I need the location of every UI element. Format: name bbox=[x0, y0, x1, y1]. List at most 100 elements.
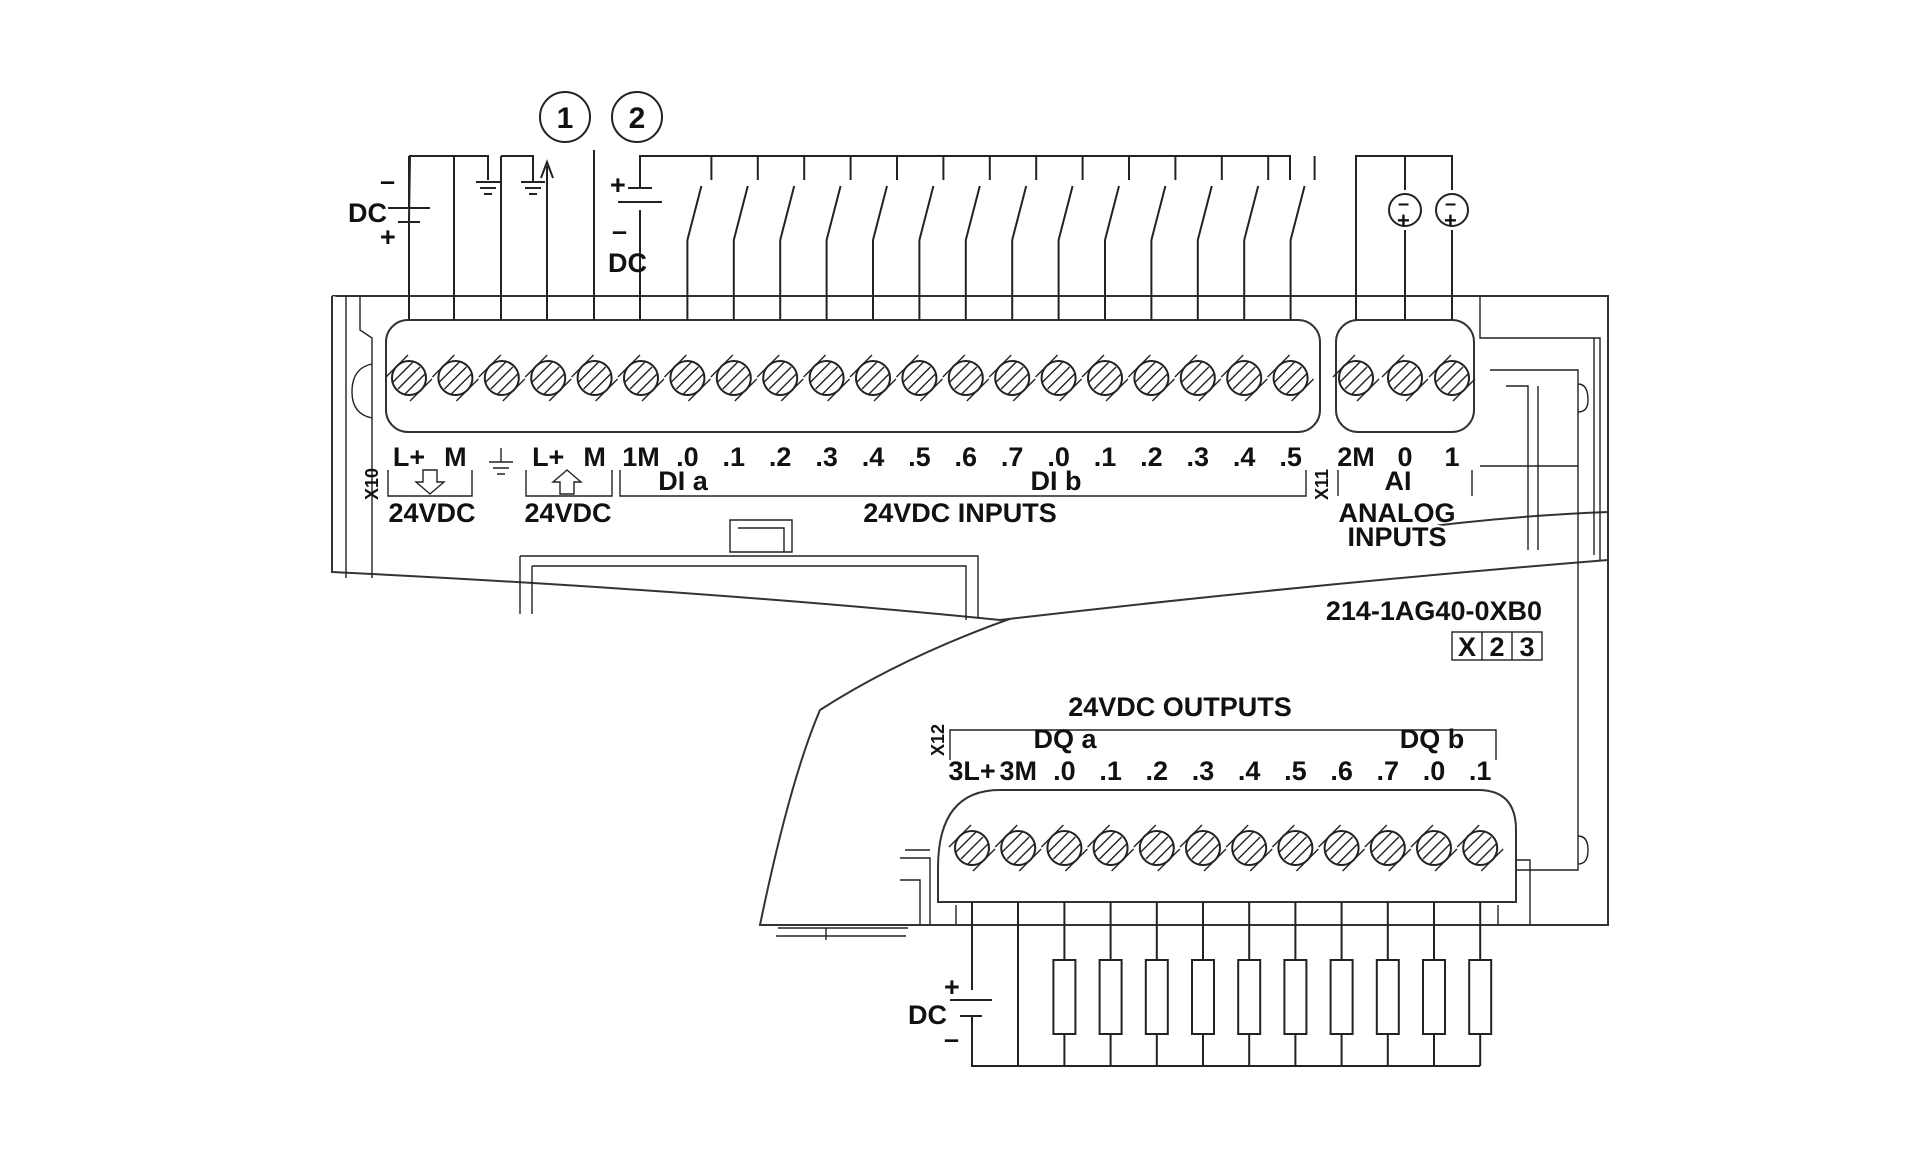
top-screws bbox=[385, 354, 1315, 402]
supply-dc-label: DC bbox=[348, 198, 387, 228]
input-switch bbox=[872, 156, 898, 320]
group-inputs: 24VDC INPUTS bbox=[863, 498, 1057, 528]
top-terminal-label: M bbox=[583, 442, 606, 472]
part-number: 214-1AG40-0XB0 bbox=[1326, 596, 1542, 626]
bottom-terminal-label: .0 bbox=[1053, 756, 1076, 786]
top-terminal-screw[interactable] bbox=[803, 354, 851, 402]
top-terminal-screw[interactable] bbox=[1267, 354, 1315, 402]
top-terminal-screw[interactable] bbox=[1081, 354, 1129, 402]
callout-1-circle bbox=[539, 91, 591, 143]
bottom-terminal-label: .1 bbox=[1099, 756, 1122, 786]
bottom-terminal-screw[interactable] bbox=[1410, 824, 1458, 872]
top-terminal-screw[interactable] bbox=[988, 354, 1036, 402]
top-terminal-screw[interactable] bbox=[849, 354, 897, 402]
input-switch bbox=[1243, 156, 1270, 320]
top-terminal-screw[interactable] bbox=[571, 354, 619, 402]
top-terminal-screw[interactable] bbox=[895, 354, 943, 402]
bottom-group-labels: X12 24VDC OUTPUTS DQ a DQ b bbox=[928, 692, 1497, 760]
analog-terminal-label: 1 bbox=[1444, 442, 1459, 472]
input-switch bbox=[1011, 156, 1038, 320]
input-switch bbox=[825, 156, 852, 320]
supply-plus: + bbox=[380, 222, 396, 252]
analog-0-minus: – bbox=[1398, 193, 1409, 215]
bottom-terminal-label: 3M bbox=[999, 756, 1037, 786]
bottom-terminal-screw[interactable] bbox=[994, 824, 1042, 872]
bottom-terminal-label: .3 bbox=[1192, 756, 1215, 786]
callouts: 1 2 bbox=[539, 91, 663, 143]
input-switch bbox=[918, 156, 945, 320]
analog-terminal-screw[interactable] bbox=[1332, 354, 1380, 402]
analog-terminal-labels: 2M 0 1 bbox=[1337, 442, 1459, 472]
top-terminal-screw[interactable] bbox=[942, 354, 990, 402]
bottom-terminal-label: .0 bbox=[1423, 756, 1446, 786]
bottom-terminal-screw[interactable] bbox=[948, 824, 996, 872]
analog-source-1 bbox=[1435, 193, 1469, 227]
output-supply-minus: – bbox=[944, 1024, 959, 1054]
output-load bbox=[1191, 902, 1215, 1066]
bottom-terminal-label: .2 bbox=[1146, 756, 1169, 786]
top-terminal-label: .1 bbox=[723, 442, 746, 472]
input-switch bbox=[1289, 156, 1316, 320]
bottom-terminal-screw[interactable] bbox=[1133, 824, 1181, 872]
bottom-terminal-screw[interactable] bbox=[1179, 824, 1227, 872]
top-terminal-screw[interactable] bbox=[710, 354, 758, 402]
top-group-labels: X10 X11 24VDC 24VDC DI a DI b 24VDC INPU… bbox=[362, 448, 1473, 552]
analog-terminal-block bbox=[1332, 319, 1476, 433]
top-terminal-screw[interactable] bbox=[1035, 354, 1083, 402]
analog-screws bbox=[1332, 354, 1476, 402]
group-dia: DI a bbox=[658, 466, 709, 496]
group-dib: DI b bbox=[1031, 466, 1082, 496]
bottom-terminal-label: .6 bbox=[1330, 756, 1353, 786]
bottom-terminal-screw[interactable] bbox=[1364, 824, 1412, 872]
top-terminal-screw[interactable] bbox=[663, 354, 711, 402]
bottom-terminal-label: .5 bbox=[1284, 756, 1307, 786]
bottom-terminal-screw[interactable] bbox=[1456, 824, 1504, 872]
bottom-terminal-screw[interactable] bbox=[1225, 824, 1273, 872]
output-load bbox=[1052, 902, 1077, 1066]
top-terminal-screw[interactable] bbox=[478, 354, 526, 402]
bottom-terminal-screw[interactable] bbox=[1087, 824, 1135, 872]
output-load bbox=[1329, 902, 1354, 1066]
top-terminal-screw[interactable] bbox=[756, 354, 804, 402]
callout-2-circle bbox=[611, 91, 663, 143]
group-analog-line1: ANALOG bbox=[1339, 498, 1456, 528]
analog-1-minus: – bbox=[1445, 193, 1456, 215]
analog-terminal-label: 2M bbox=[1337, 442, 1375, 472]
bottom-wiring bbox=[950, 902, 1493, 1067]
output-load bbox=[1098, 902, 1123, 1066]
output-load bbox=[1422, 902, 1446, 1066]
top-terminal-label: .3 bbox=[815, 442, 838, 472]
bottom-screws bbox=[948, 824, 1504, 872]
top-terminal-screw[interactable] bbox=[1174, 354, 1222, 402]
input-supply: + – DC bbox=[608, 170, 647, 278]
bottom-terminal-block bbox=[937, 789, 1517, 925]
bottom-terminal-label: .1 bbox=[1469, 756, 1492, 786]
top-terminal-screw[interactable] bbox=[524, 354, 572, 402]
connector-x11: X11 bbox=[1312, 469, 1332, 500]
group-ai: AI bbox=[1385, 466, 1412, 496]
bottom-terminal-label: 3L+ bbox=[948, 756, 995, 786]
top-terminal-label: .5 bbox=[1279, 442, 1302, 472]
analog-terminal-screw[interactable] bbox=[1381, 354, 1429, 402]
bottom-terminal-screw[interactable] bbox=[1271, 824, 1319, 872]
top-terminal-screw[interactable] bbox=[431, 354, 479, 402]
bottom-terminal-screw[interactable] bbox=[1318, 824, 1366, 872]
top-terminal-screw[interactable] bbox=[1220, 354, 1268, 402]
input-switch bbox=[686, 156, 713, 320]
output-load bbox=[1144, 902, 1169, 1066]
input-switch bbox=[1196, 156, 1223, 320]
analog-source-0 bbox=[1388, 193, 1422, 227]
analog-terminal-screw[interactable] bbox=[1428, 354, 1476, 402]
top-terminal-screw[interactable] bbox=[1127, 354, 1175, 402]
power-supply: DC – + bbox=[348, 166, 396, 252]
input-supply-dc-label: DC bbox=[608, 248, 647, 278]
output-load bbox=[1468, 902, 1493, 1066]
input-switch bbox=[779, 156, 806, 320]
bottom-terminal-screw[interactable] bbox=[1040, 824, 1088, 872]
top-terminal-screw[interactable] bbox=[385, 354, 433, 402]
top-terminal-label: .5 bbox=[908, 442, 931, 472]
top-terminal-screw[interactable] bbox=[617, 354, 665, 402]
analog-terminal-label: 0 bbox=[1397, 442, 1412, 472]
input-switch bbox=[964, 156, 991, 320]
